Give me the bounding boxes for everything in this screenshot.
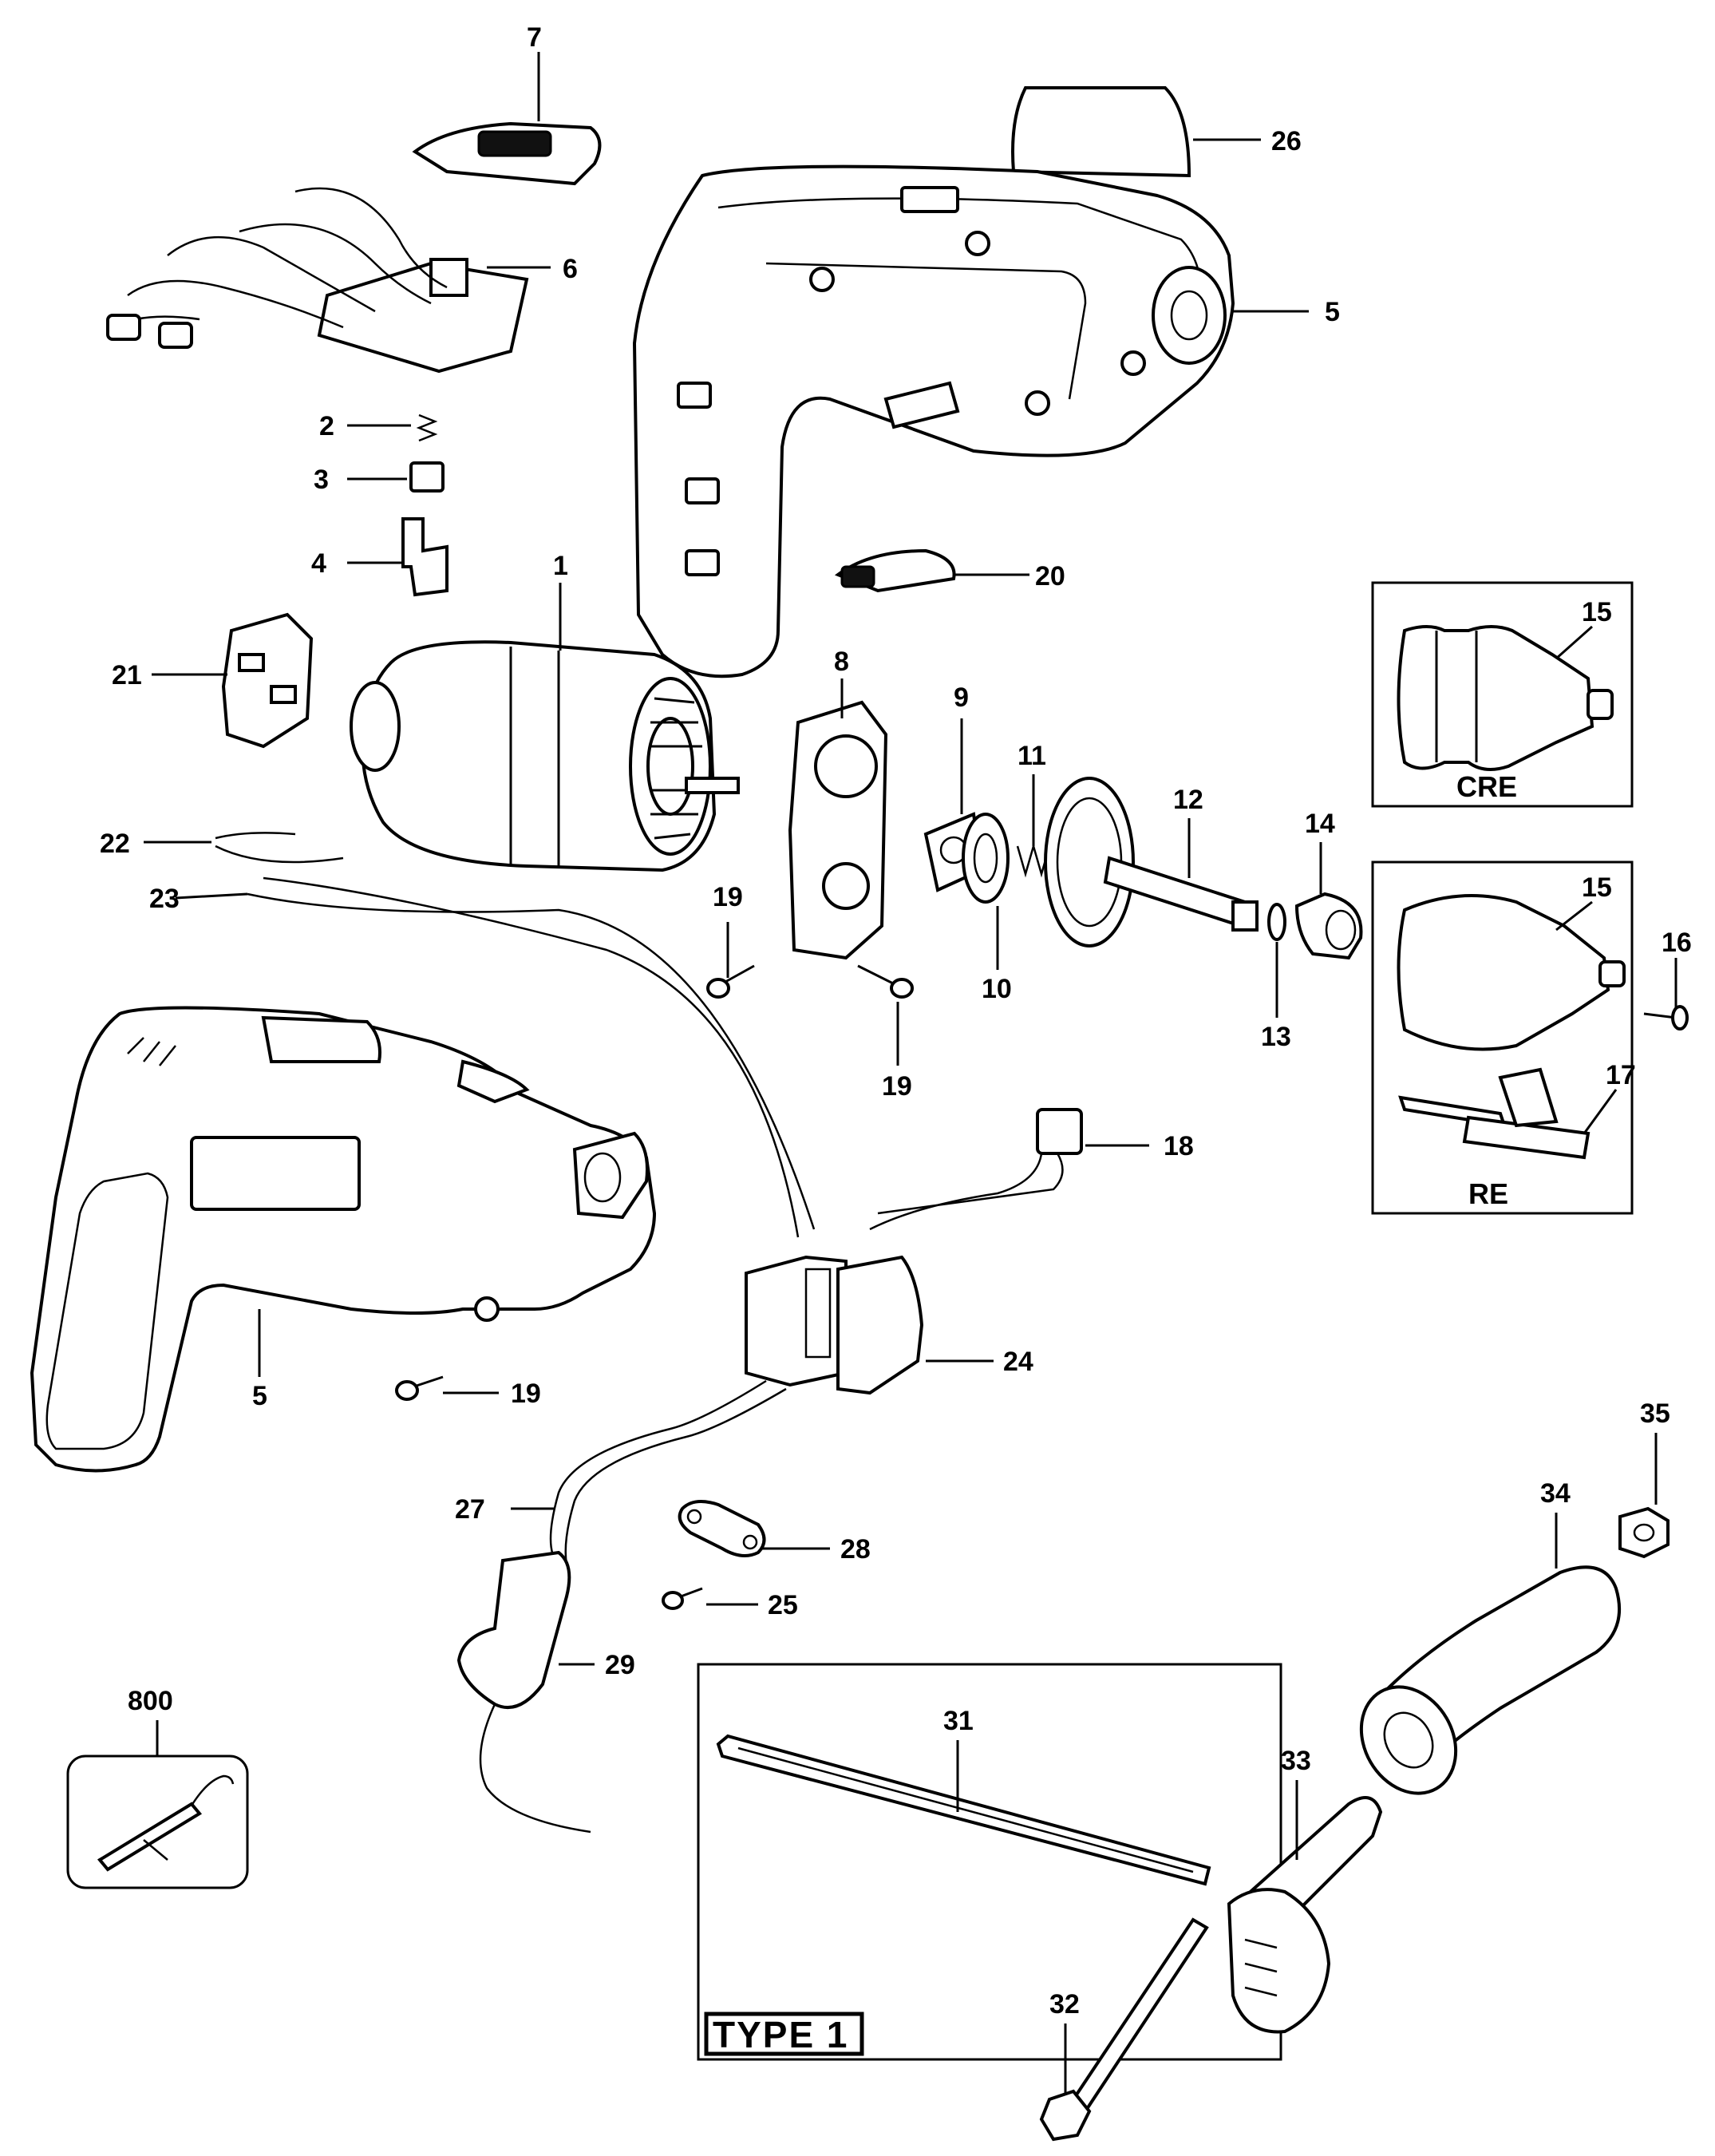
cre-caption: CRE (1456, 770, 1517, 803)
label-12: 12 (1173, 785, 1203, 815)
part-2-brush-spring (416, 413, 438, 442)
part-18-connector (869, 1108, 1083, 1231)
part-26-label-plate (1011, 86, 1191, 178)
label-5-bottom: 5 (252, 1381, 267, 1411)
label-14: 14 (1305, 809, 1335, 839)
re-chuck-box (1371, 860, 1634, 1215)
label-3: 3 (314, 465, 329, 495)
part-8-gear-plate (788, 700, 888, 960)
part-25-clamp-screw (662, 1587, 703, 1610)
label-21: 21 (112, 660, 142, 690)
part-5-assembled-housing (30, 1006, 657, 1473)
label-26: 26 (1271, 126, 1302, 156)
label-28: 28 (840, 1534, 871, 1565)
part-7-switch-cover (412, 121, 602, 186)
part-13-circlip (1267, 903, 1286, 941)
label-16: 16 (1662, 928, 1692, 958)
label-33: 33 (1281, 1746, 1311, 1776)
part-6-wiring-board (106, 187, 529, 374)
part-29-cord-protector (456, 1550, 591, 1834)
label-10: 10 (982, 974, 1012, 1004)
part-5-housing-half (632, 164, 1235, 678)
label-24: 24 (1003, 1347, 1033, 1377)
part-10-washer (962, 813, 1010, 904)
part-16-chuck-screw (1643, 1005, 1689, 1031)
part-14-bushing (1294, 892, 1363, 960)
label-8: 8 (834, 647, 849, 677)
label-19-a: 19 (713, 882, 743, 912)
type-caption: TYPE 1 (713, 2014, 849, 2055)
part-19-screw-b (857, 964, 914, 999)
type-1-box (697, 1663, 1282, 2061)
label-1: 1 (553, 551, 568, 581)
label-17: 17 (1606, 1060, 1636, 1090)
label-31: 31 (943, 1706, 974, 1736)
part-33-handle-clamp (1227, 1796, 1383, 2034)
label-34: 34 (1540, 1478, 1571, 1509)
part-27-cord (549, 1379, 787, 1565)
label-2: 2 (319, 411, 334, 441)
label-6: 6 (563, 254, 578, 284)
part-4-brush-holder (401, 517, 449, 597)
label-5-top: 5 (1325, 297, 1340, 327)
label-20: 20 (1035, 561, 1065, 591)
label-32: 32 (1049, 1989, 1080, 2020)
part-24-trigger-switch (745, 1255, 924, 1395)
leader-lines (144, 52, 1677, 2095)
label-4: 4 (311, 548, 326, 579)
part-20-direction-button (834, 548, 956, 593)
label-15-cre: 15 (1582, 597, 1612, 627)
label-11: 11 (1018, 741, 1046, 771)
label-13: 13 (1261, 1022, 1291, 1052)
part-21-brush-plate (221, 612, 314, 749)
part-1-motor-armature (350, 640, 740, 872)
part-35-nut (1618, 1506, 1670, 1559)
part-12-gear-spindle (1044, 777, 1259, 947)
label-29: 29 (605, 1650, 635, 1680)
label-19-b: 19 (882, 1071, 912, 1102)
part-19-screw-c (395, 1375, 444, 1401)
label-27: 27 (455, 1494, 485, 1525)
part-34-side-handle-grip (1359, 1565, 1622, 1795)
label-25: 25 (768, 1590, 798, 1620)
label-9: 9 (954, 682, 969, 713)
part-3-carbon-brush (409, 461, 445, 493)
part-32-bolt (1039, 1917, 1209, 2142)
re-caption: RE (1468, 1177, 1508, 1210)
label-23: 23 (149, 884, 180, 914)
label-800: 800 (128, 1686, 173, 1716)
part-labels: 7 26 5 6 2 3 4 1 21 20 8 9 11 10 12 14 1… (100, 22, 1692, 2020)
label-15-re: 15 (1582, 872, 1612, 903)
part-800-tool-box (66, 1754, 249, 1889)
part-19-screw-a (706, 964, 755, 999)
label-22: 22 (100, 829, 130, 859)
label-18: 18 (1164, 1131, 1194, 1161)
part-28-cord-clamp (678, 1500, 766, 1557)
label-35: 35 (1640, 1398, 1670, 1429)
cre-chuck-box (1371, 581, 1634, 808)
label-19-c: 19 (511, 1379, 541, 1409)
part-22-23-wires (215, 832, 816, 1238)
box-captions: CRE RE TYPE 1 (713, 770, 1517, 2055)
label-7: 7 (527, 22, 542, 53)
